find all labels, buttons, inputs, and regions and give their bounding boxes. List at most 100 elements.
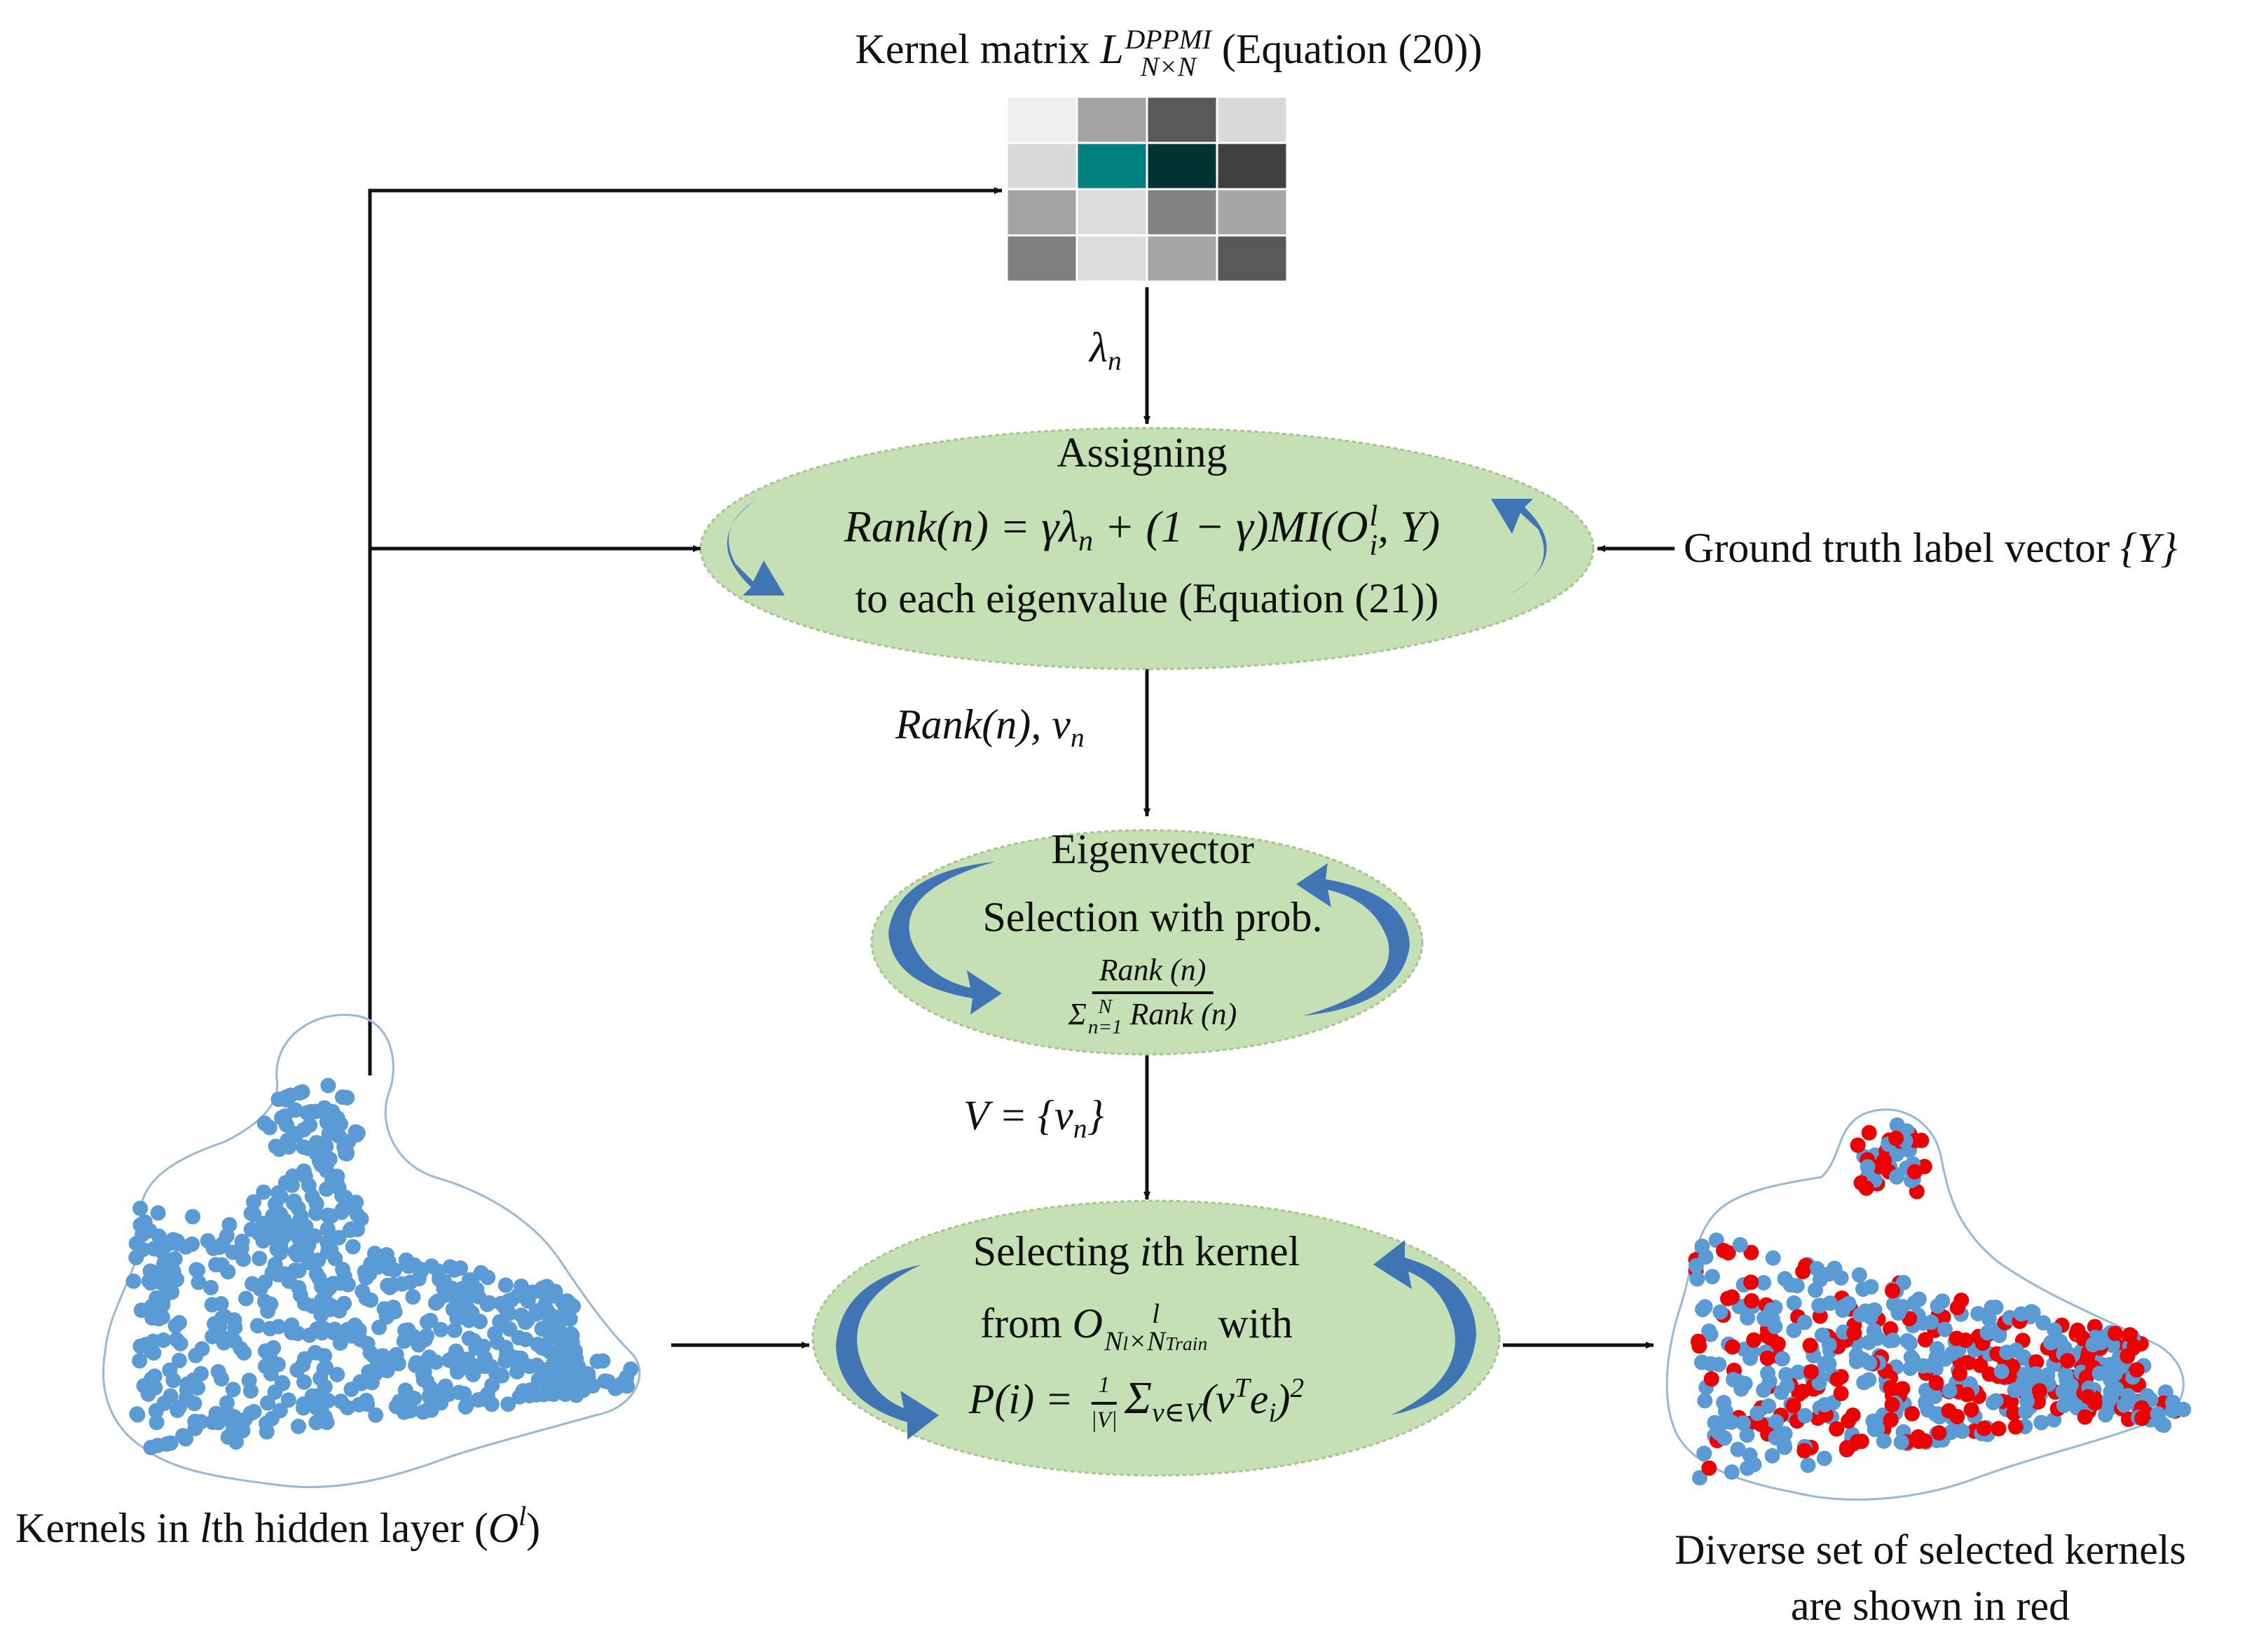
scatter-dot xyxy=(1797,1407,1813,1424)
scatter-dot xyxy=(1796,1314,1813,1330)
scatter-dot xyxy=(1767,1319,1783,1335)
matrix-cell xyxy=(1075,142,1148,191)
scatter-dot xyxy=(1761,1398,1777,1414)
scatter-dot xyxy=(249,1318,266,1334)
scatter-dot xyxy=(302,1117,318,1133)
scatter-dot xyxy=(1928,1349,1944,1365)
scatter-dot xyxy=(2108,1326,2123,1342)
scatter-dot xyxy=(1704,1269,1720,1285)
matrix-cell xyxy=(1075,234,1148,283)
matrix-cell xyxy=(1146,234,1218,283)
scatter-dot xyxy=(149,1414,165,1431)
scatter-dot xyxy=(340,1276,356,1293)
scatter-dot xyxy=(1765,1250,1781,1266)
scatter-dot xyxy=(1717,1414,1733,1430)
scatter-dot xyxy=(320,1078,336,1094)
scatter-dot xyxy=(2059,1353,2075,1369)
scatter-dot xyxy=(1981,1311,1997,1327)
scatter-dot xyxy=(2103,1372,2119,1388)
diverse-scatter xyxy=(1688,1117,2192,1486)
scatter-dot xyxy=(280,1132,296,1148)
scatter-dot xyxy=(580,1365,596,1382)
scatter-dot xyxy=(342,1223,358,1239)
scatter-dot xyxy=(453,1260,469,1276)
scatter-dot xyxy=(415,1366,431,1382)
scatter-dot xyxy=(259,1424,275,1440)
scatter-dot xyxy=(1779,1378,1795,1393)
scatter-dot xyxy=(1812,1297,1828,1314)
scatter-dot xyxy=(220,1429,236,1445)
scatter-dot xyxy=(336,1295,352,1312)
scatter-dot xyxy=(363,1255,379,1272)
scatter-dot xyxy=(1697,1393,1713,1409)
scatter-dot xyxy=(1902,1361,1918,1377)
scatter-dot xyxy=(400,1322,416,1338)
scatter-dot xyxy=(1976,1420,1992,1436)
scatter-dot xyxy=(329,1169,345,1184)
scatter-dot xyxy=(132,1353,148,1369)
scatter-dot xyxy=(2014,1381,2030,1396)
scatter-dot xyxy=(155,1297,170,1313)
scatter-dot xyxy=(150,1205,166,1221)
scatter-dot xyxy=(335,1262,351,1277)
scatter-dot xyxy=(1943,1424,1959,1440)
scatter-dot xyxy=(1695,1302,1710,1318)
scatter-dot xyxy=(243,1205,259,1221)
scatter-dot xyxy=(262,1321,278,1337)
scatter-dot xyxy=(483,1396,500,1412)
assign-description: to each eigenvalue (Equation (21)) xyxy=(855,575,1439,621)
scatter-dot xyxy=(213,1296,229,1312)
scatter-dot xyxy=(1802,1337,1818,1354)
scatter-dot xyxy=(2033,1414,2049,1431)
matrix-cell xyxy=(1005,95,1078,144)
scatter-dot xyxy=(1845,1407,1861,1423)
scatter-dot xyxy=(286,1193,302,1209)
scatter-dot xyxy=(433,1395,449,1411)
scatter-dot xyxy=(1746,1332,1762,1348)
scatter-dot xyxy=(1800,1457,1816,1473)
scatter-dot xyxy=(154,1309,170,1326)
scatter-dot xyxy=(464,1272,480,1288)
scatter-dot xyxy=(429,1293,446,1309)
scatter-dot xyxy=(1817,1397,1833,1412)
scatter-dot xyxy=(314,1136,330,1152)
edge-label-V: V = {νn} xyxy=(963,1092,1104,1144)
scatter-dot xyxy=(2028,1354,2044,1370)
scatter-dot xyxy=(2119,1348,2136,1364)
scatter-dot xyxy=(1949,1300,1965,1316)
matrix-cell xyxy=(1216,188,1288,237)
scatter-dot xyxy=(331,1180,347,1196)
scatter-dot xyxy=(1959,1386,1975,1403)
scatter-dot xyxy=(290,1242,306,1258)
curl-arrows xyxy=(727,499,1547,1440)
scatter-dot xyxy=(128,1235,144,1251)
scatter-dot xyxy=(449,1295,465,1310)
scatter-dot xyxy=(2122,1327,2138,1343)
matrix-cell xyxy=(1005,234,1078,283)
connectors xyxy=(368,187,1675,1349)
scatter-dot xyxy=(1883,1379,1899,1396)
scatter-dot xyxy=(301,1327,317,1343)
feedback-line-to-matrix xyxy=(368,187,1003,1075)
scatter-dot xyxy=(451,1384,467,1400)
scatter-dot xyxy=(421,1349,437,1365)
scatter-dot xyxy=(589,1354,605,1370)
kernels-cloud-outline xyxy=(102,1014,641,1489)
scatter-dot xyxy=(2085,1337,2101,1353)
eigen-right-curl-arrow-icon xyxy=(1296,863,1410,1016)
scatter-dot xyxy=(319,1414,335,1431)
scatter-dot xyxy=(1833,1385,1849,1401)
scatter-dot xyxy=(334,1089,350,1105)
scatter-dot xyxy=(1903,1349,1919,1365)
matrix-cell xyxy=(1075,188,1148,237)
scatter-dot xyxy=(1979,1325,1995,1341)
scatter-dot xyxy=(1778,1367,1794,1383)
scatter-dot xyxy=(2134,1410,2150,1426)
scatter-dot xyxy=(1993,1363,2009,1379)
scatter-dot xyxy=(437,1274,453,1290)
scatter-dot xyxy=(141,1273,157,1289)
scatter-dot xyxy=(368,1407,384,1423)
scatter-dot xyxy=(1732,1237,1748,1253)
scatter-dot xyxy=(2047,1322,2063,1338)
